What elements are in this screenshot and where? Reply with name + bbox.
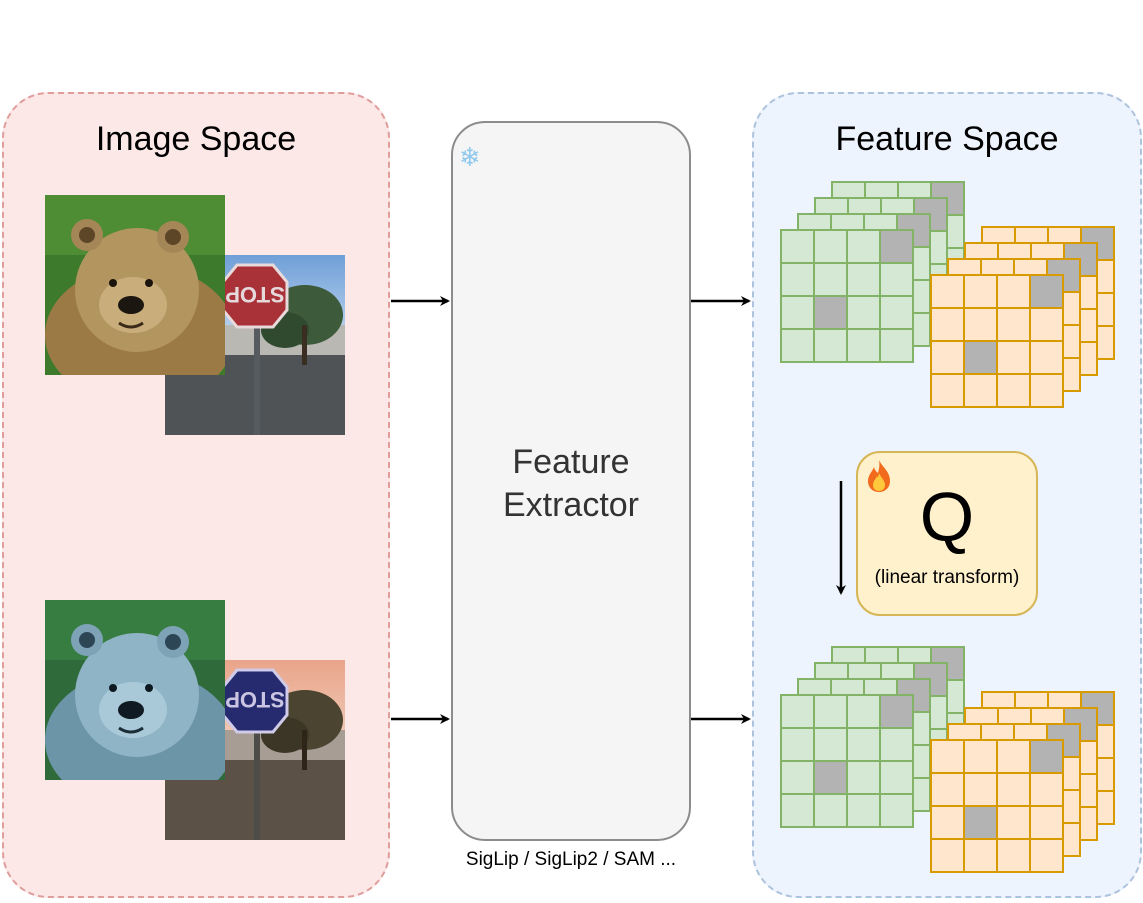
feature-cell	[813, 694, 848, 729]
feature-map-layer	[930, 274, 1064, 408]
feature-cell	[963, 772, 998, 807]
feature-cell	[996, 307, 1031, 342]
bear-photo-transformed	[45, 600, 225, 780]
feature-cell	[996, 739, 1031, 774]
stop-sign-photo: STOP	[165, 255, 345, 435]
feature-cell	[996, 274, 1031, 309]
orange-feature-stack-bottom	[930, 691, 1115, 873]
feature-cell	[963, 838, 998, 873]
feature-cell	[996, 772, 1031, 807]
bear-photo	[45, 195, 225, 375]
feature-extractor-label: Feature Extractor	[453, 441, 689, 527]
feature-cell	[813, 760, 848, 795]
feature-cell	[780, 295, 815, 330]
feature-cell	[963, 340, 998, 375]
feature-cell	[879, 793, 914, 828]
feature-extractor-caption: SigLip / SigLip2 / SAM ...	[465, 849, 677, 870]
feature-cell	[963, 805, 998, 840]
feature-cell	[930, 805, 965, 840]
feature-cell	[930, 739, 965, 774]
feature-cell	[963, 274, 998, 309]
feature-cell	[846, 328, 881, 363]
q-subtitle: (linear transform)	[874, 567, 1020, 588]
stop-sign-text-transformed: STOP	[225, 687, 285, 712]
feature-cell	[780, 760, 815, 795]
feature-cell	[963, 307, 998, 342]
feature-cell	[846, 262, 881, 297]
feature-cell	[930, 373, 965, 408]
feature-cell	[813, 328, 848, 363]
feature-cell	[813, 295, 848, 330]
feature-cell	[879, 727, 914, 762]
feature-cell	[930, 772, 965, 807]
feature-cell	[813, 727, 848, 762]
feature-cell	[846, 727, 881, 762]
feature-cell	[879, 760, 914, 795]
feature-cell	[879, 229, 914, 264]
feature-cell	[1029, 772, 1064, 807]
feature-cell	[780, 328, 815, 363]
feature-cell	[963, 739, 998, 774]
feature-cell	[1029, 340, 1064, 375]
feature-cell	[996, 838, 1031, 873]
feature-cell	[846, 295, 881, 330]
feature-cell	[1029, 274, 1064, 309]
feature-cell	[879, 694, 914, 729]
orange-feature-stack-top	[930, 226, 1115, 408]
feature-extractor-box: ❄ Feature Extractor	[451, 121, 691, 841]
feature-cell	[930, 307, 965, 342]
feature-map-layer	[780, 694, 914, 828]
image-space-title: Image Space	[95, 120, 297, 158]
feature-cell	[846, 760, 881, 795]
feature-space-title: Feature Space	[835, 120, 1059, 158]
feature-cell	[846, 694, 881, 729]
feature-cell	[780, 262, 815, 297]
feature-cell	[879, 295, 914, 330]
feature-cell	[780, 229, 815, 264]
snowflake-icon: ❄	[459, 143, 481, 173]
feature-cell	[813, 793, 848, 828]
feature-cell	[930, 838, 965, 873]
feature-cell	[996, 805, 1031, 840]
feature-cell	[996, 340, 1031, 375]
feature-cell	[1029, 373, 1064, 408]
feature-extractor-label-line1: Feature	[512, 443, 630, 481]
feature-cell	[1029, 805, 1064, 840]
feature-cell	[963, 373, 998, 408]
feature-cell	[846, 793, 881, 828]
fire-icon	[864, 459, 894, 498]
feature-cell	[1029, 838, 1064, 873]
linear-transform-box: Q (linear transform)	[856, 451, 1038, 616]
feature-cell	[930, 340, 965, 375]
feature-extractor-label-line2: Extractor	[502, 486, 640, 524]
feature-cell	[846, 229, 881, 264]
q-letter: Q	[919, 478, 975, 556]
feature-cell	[1029, 307, 1064, 342]
feature-map-layer	[930, 739, 1064, 873]
feature-cell	[879, 262, 914, 297]
feature-cell	[780, 694, 815, 729]
feature-cell	[930, 274, 965, 309]
feature-cell	[996, 373, 1031, 408]
feature-cell	[780, 727, 815, 762]
feature-map-layer	[780, 229, 914, 363]
feature-cell	[813, 229, 848, 264]
stop-sign-text: STOP	[225, 282, 285, 307]
feature-cell	[1029, 739, 1064, 774]
feature-cell	[780, 793, 815, 828]
feature-cell	[879, 328, 914, 363]
feature-cell	[813, 262, 848, 297]
